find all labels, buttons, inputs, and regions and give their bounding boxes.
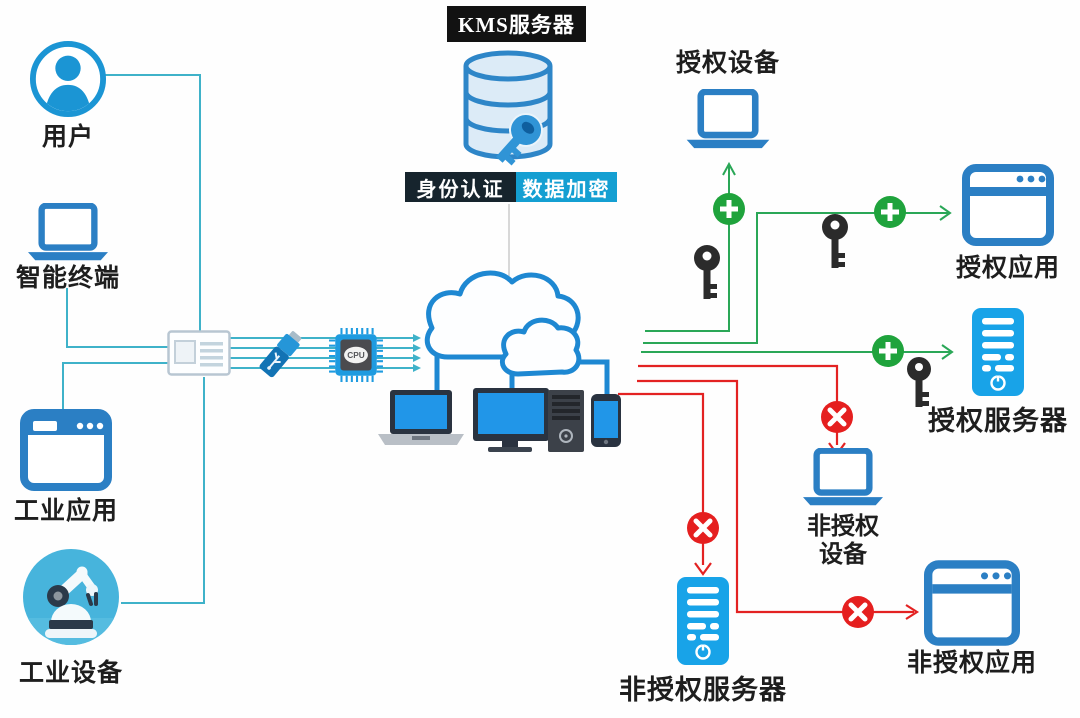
industrial-app-label: 工业应用 <box>14 498 119 525</box>
cpu-chip-icon: CPU <box>329 328 383 382</box>
user-avatar-icon <box>29 40 107 118</box>
line-industrial-device-to-card <box>121 377 205 604</box>
browser-icon <box>924 560 1020 646</box>
deny-icon <box>687 512 719 544</box>
auth-server-label: 授权服务器 <box>928 406 1068 436</box>
line-bus-to-cloud <box>230 337 414 369</box>
allow-icon <box>872 335 904 367</box>
deny-icons <box>687 401 874 628</box>
key-icon <box>907 357 931 407</box>
kms-database <box>460 48 564 170</box>
deny-icon <box>842 596 874 628</box>
id-card-icon <box>167 330 231 376</box>
node-industrial-device: 工业设备 <box>16 548 126 689</box>
laptop-icon <box>28 203 108 261</box>
laptop-icon <box>686 88 770 148</box>
arrow-auth-app <box>939 205 952 221</box>
node-auth-device: 授权设备 <box>676 50 780 151</box>
arrow-unauth-app <box>905 604 920 620</box>
cluster-phone <box>591 394 621 447</box>
user-label: 用户 <box>41 124 94 151</box>
industrial-device-label: 工业设备 <box>18 660 123 687</box>
unauth-server-label: 非授权服务器 <box>619 675 787 705</box>
line-to-auth-app <box>643 212 948 344</box>
line-to-unauth-server <box>618 392 705 565</box>
green-authorized-lines <box>641 161 954 360</box>
node-auth-server: 授权服务器 <box>928 306 1068 437</box>
identity-auth-badge: 身份认证 <box>405 172 516 202</box>
node-unauth-server: 非授权服务器 <box>619 575 786 706</box>
arrow-unauth-server <box>694 562 712 576</box>
cluster-monitor <box>473 388 549 452</box>
server-icon <box>677 577 729 665</box>
node-unauth-device: 非授权 设备 <box>795 448 891 569</box>
key-icon <box>822 214 848 268</box>
usb-drive-icon <box>259 331 302 378</box>
data-encrypt-badge: 数据加密 <box>516 172 617 202</box>
node-industrial-app: 工业应用 <box>14 408 119 527</box>
cloud-computing-icon <box>378 270 621 452</box>
allow-icon <box>713 193 745 225</box>
server-icon <box>972 308 1024 396</box>
cpu-text: CPU <box>347 350 365 360</box>
line-to-unauth-app <box>637 379 914 614</box>
arrow-auth-device <box>722 161 736 176</box>
node-user: 用户 <box>18 40 118 153</box>
kms-badges: 身份认证 数据加密 <box>405 172 617 202</box>
unauth-device-label-2: 设备 <box>819 541 867 568</box>
cluster-tower <box>548 390 584 452</box>
browser-icon <box>20 409 112 491</box>
line-terminal-to-card <box>66 288 168 348</box>
deny-icon <box>821 401 853 433</box>
browser-icon <box>962 164 1054 246</box>
unauth-app-label: 非授权应用 <box>907 650 1038 677</box>
line-industrial-app-to-card <box>62 362 168 409</box>
robot-arm-icon <box>23 549 119 645</box>
teal-arrowheads <box>413 334 421 372</box>
node-unauth-app: 非授权应用 <box>907 560 1036 679</box>
kms-server-title: KMS服务器 <box>447 6 586 42</box>
cluster-laptop <box>378 390 464 445</box>
line-to-auth-device <box>645 166 730 332</box>
auth-app-label: 授权应用 <box>956 255 1061 282</box>
allow-icon <box>874 196 906 228</box>
node-smart-terminal: 智能终端 <box>14 203 122 294</box>
red-denied-lines <box>618 364 920 620</box>
unauth-device-label-1: 非授权 <box>807 514 879 540</box>
node-usb-key <box>252 326 308 384</box>
laptop-icon <box>803 448 883 506</box>
arrow-auth-server <box>941 344 954 360</box>
node-id-card <box>167 330 231 376</box>
cloud-device-cluster <box>370 262 640 462</box>
smart-terminal-label: 智能终端 <box>15 265 120 292</box>
small-cloud <box>500 317 582 377</box>
node-secure-chip: CPU <box>328 327 384 383</box>
allow-icons <box>713 193 906 367</box>
teal-input-lines <box>62 74 414 604</box>
line-user-to-card <box>104 74 201 331</box>
blue-key-icon <box>495 113 543 166</box>
key-icon <box>694 245 720 299</box>
node-auth-app: 授权应用 <box>956 163 1061 284</box>
database-key-icon <box>463 50 553 166</box>
auth-device-label: 授权设备 <box>676 50 781 77</box>
key-icons <box>694 214 931 407</box>
